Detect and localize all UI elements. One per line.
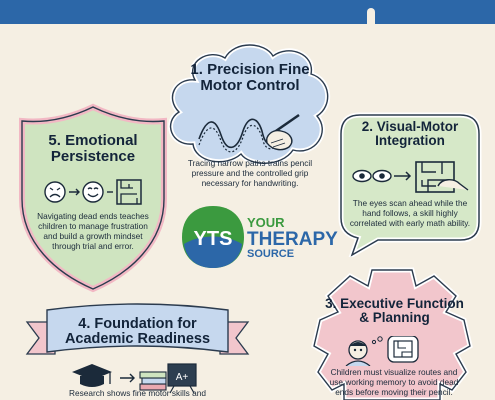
header-bar-notch: [367, 8, 375, 24]
eyes-and-maze-icon: [352, 161, 469, 193]
header-bar: [0, 0, 495, 24]
hand-tracing-wavy-path-icon: [198, 113, 300, 153]
gear-shape: [311, 267, 473, 400]
card-body: Children must visualize routes and use w…: [329, 367, 459, 398]
card-academic: 4. Foundation for Academic Readiness A+ …: [25, 300, 250, 400]
speech-bubble-shape: [338, 112, 482, 257]
logo-line-2: THERAPY: [247, 229, 338, 250]
logo-line-1: YOUR: [247, 215, 285, 230]
logo-mark: YTS: [182, 206, 244, 268]
board-label: A+: [176, 372, 189, 383]
card-title: 4. Foundation for Academic Readiness: [64, 316, 211, 348]
thinking-child-maze-icon: [345, 336, 419, 366]
card-title: 3. Executive Function & Planning: [325, 296, 464, 326]
banner-shape: [25, 303, 250, 400]
card-title: 5. Emotional Persistence: [48, 132, 138, 165]
logo-line-3: SOURCE: [247, 248, 295, 260]
card-body: Research shows fine motor skills and: [69, 388, 206, 398]
card-emotional: 5. Emotional Persistence Navigating dead…: [18, 103, 168, 293]
frustrated-to-happy-face-icon: [44, 179, 142, 205]
yts-logo: YTS YOUR THERAPY SOURCE: [180, 202, 338, 272]
card-executive: 3. Executive Function & Planning Childre…: [300, 264, 485, 400]
card-fine-motor: 1. Precision Fine Motor Control Tracing …: [165, 40, 335, 188]
card-title: 2. Visual-Motor Integration: [361, 119, 459, 149]
card-visual-motor: 2. Visual-Motor Integration The eyes sca…: [338, 112, 482, 257]
card-title: 1. Precision Fine Motor Control: [190, 61, 310, 94]
logo-mark-text: YTS: [194, 228, 233, 250]
card-body: Tracing narrow paths trains pencil press…: [187, 158, 313, 189]
card-body: Navigating dead ends teaches children to…: [37, 211, 149, 252]
graduation-cap-books-icon: A+: [72, 363, 197, 394]
card-body: The eyes scan ahead while the hand follo…: [349, 198, 471, 229]
